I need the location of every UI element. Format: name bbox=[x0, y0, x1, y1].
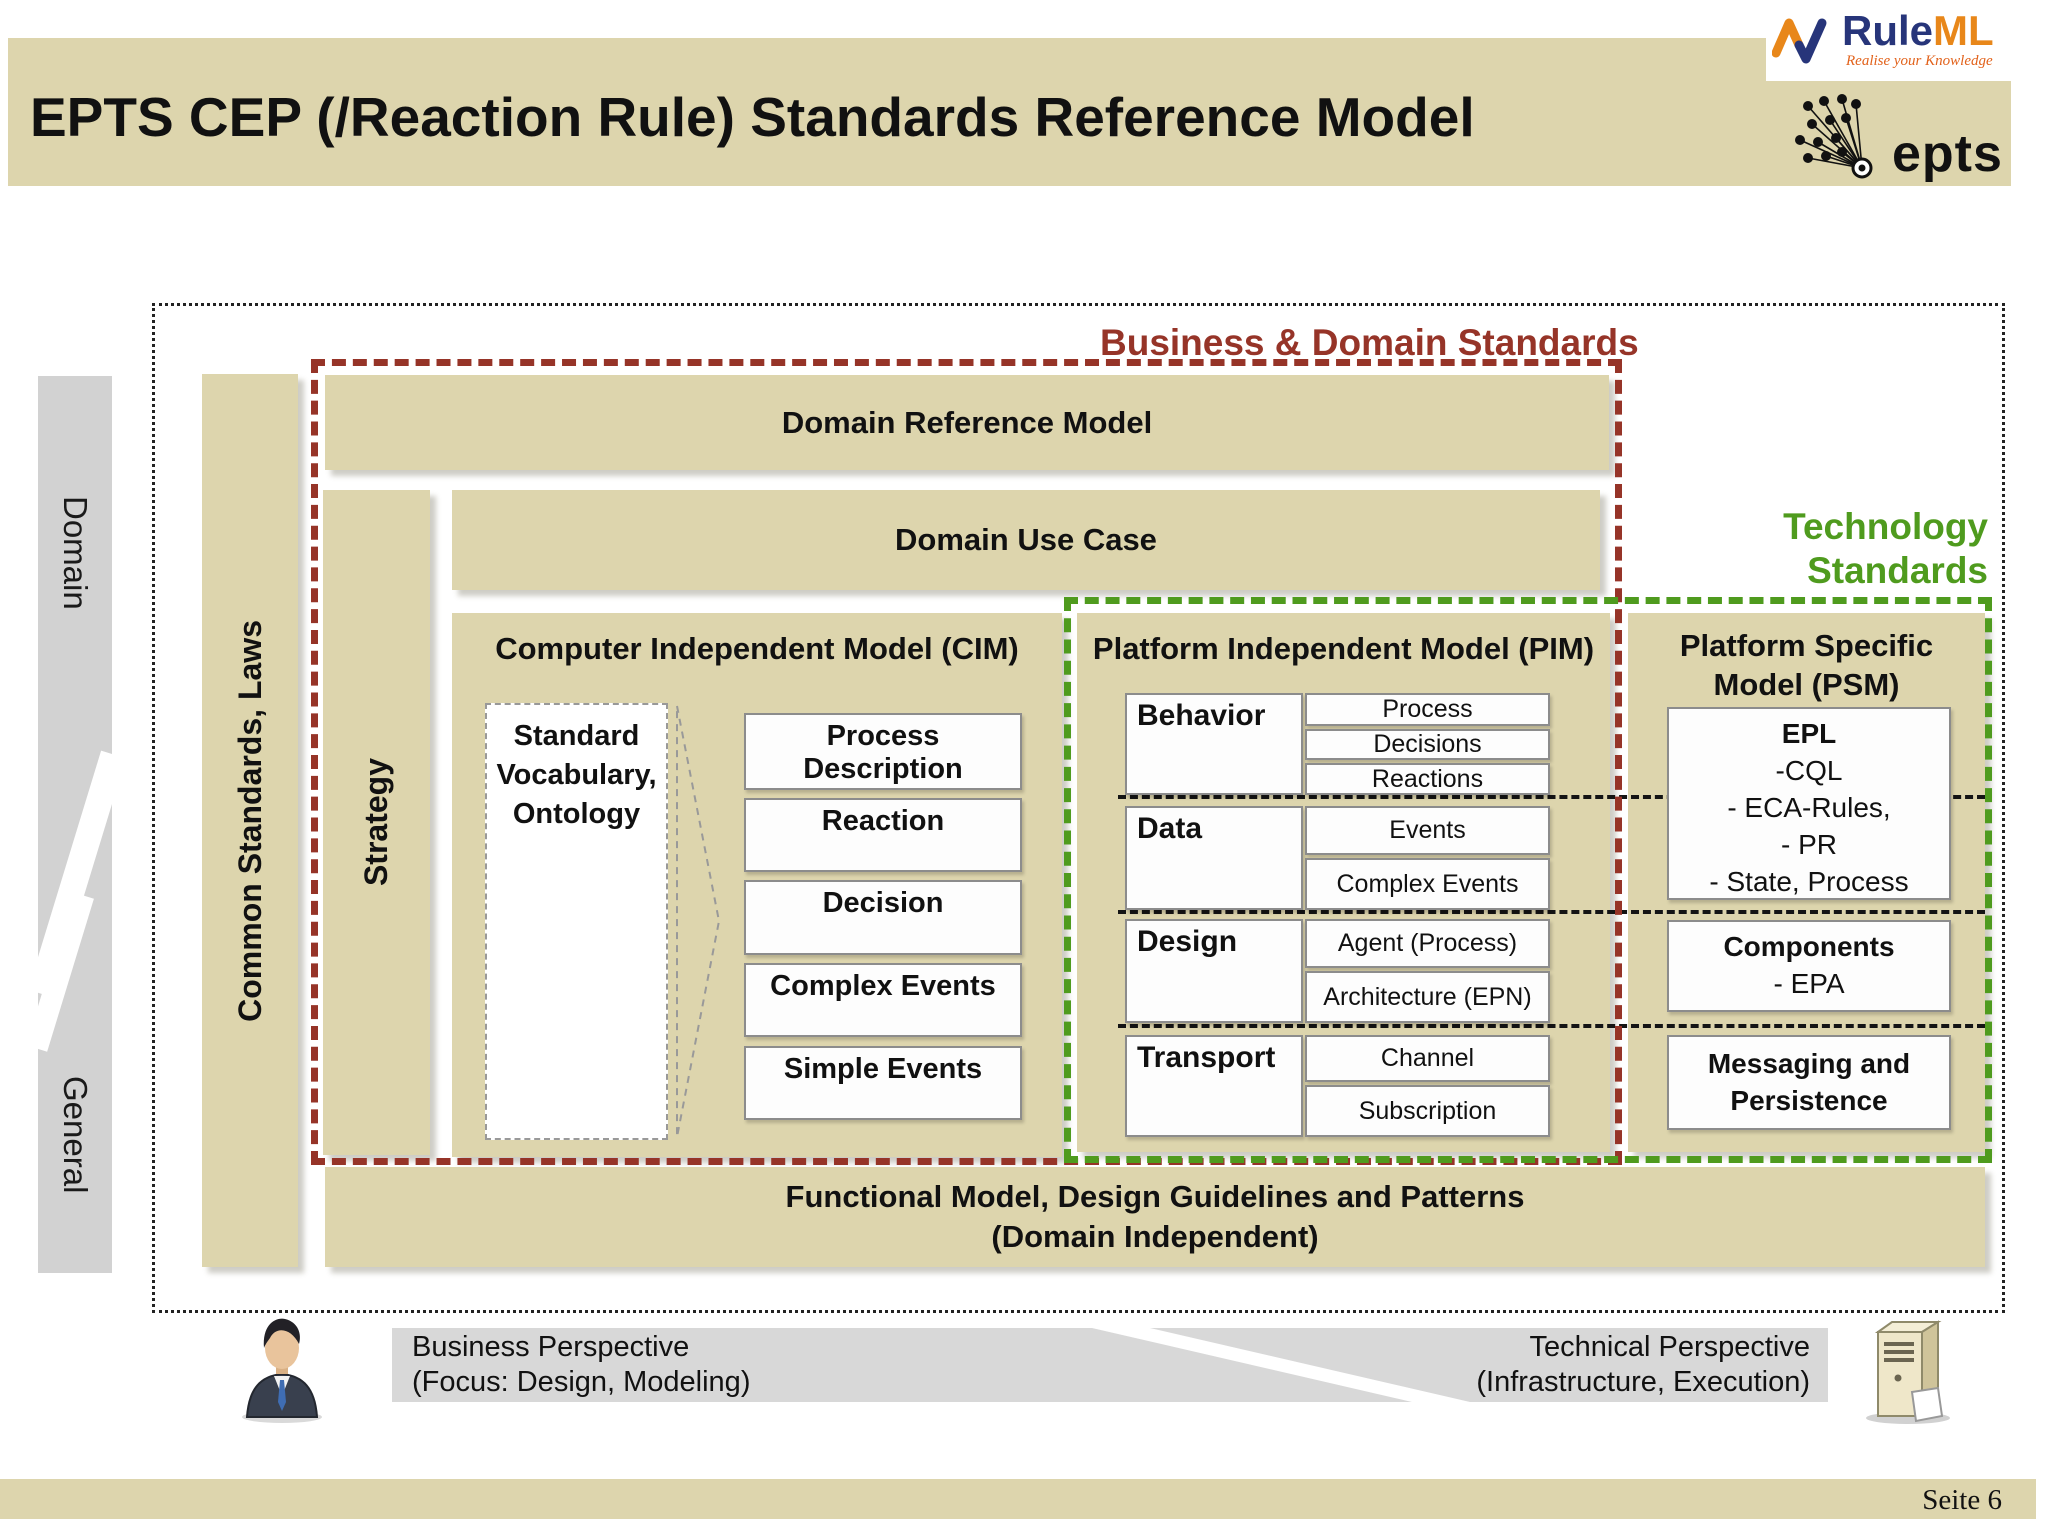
pim-item: Subscription bbox=[1305, 1085, 1550, 1137]
pim-item: Events bbox=[1305, 806, 1550, 855]
group-separator bbox=[1118, 1024, 1985, 1028]
diagram-outer-frame bbox=[152, 303, 2005, 1313]
vocab-label: Standard Vocabulary, Ontology bbox=[496, 720, 657, 831]
pim-item: Complex Events bbox=[1305, 858, 1550, 910]
psm-box: Platform Specific Model (PSM) EPL -CQL -… bbox=[1628, 613, 1985, 1152]
domain-general-bar: Domain General bbox=[38, 376, 112, 1273]
domain-use-case-box: Domain Use Case bbox=[452, 490, 1600, 590]
page-number: Seite 6 bbox=[1922, 1484, 2002, 1516]
domain-use-case-label: Domain Use Case bbox=[895, 522, 1157, 557]
pim-title: Platform Independent Model (PIM) bbox=[1092, 631, 1595, 666]
epts-wordmark: epts bbox=[1892, 125, 2003, 183]
cim-box: Computer Independent Model (CIM) Standar… bbox=[452, 613, 1062, 1157]
ruleml-swoosh-icon bbox=[1772, 18, 1827, 64]
ruleml-tagline: Realise your Knowledge bbox=[1846, 53, 1993, 69]
technology-region bbox=[1064, 597, 1992, 1163]
psm-title: Platform Specific Model (PSM) bbox=[1679, 628, 1934, 702]
pim-item: Process bbox=[1305, 693, 1550, 726]
cim-box-decision: Decision bbox=[744, 880, 1022, 955]
side-label-general: General bbox=[57, 1076, 94, 1194]
cim-box-process-description: Process Description bbox=[744, 713, 1022, 790]
functional-model-box: Functional Model, Design Guidelines and … bbox=[325, 1167, 1985, 1267]
business-perspective-label: Business Perspective (Focus: Design, Mod… bbox=[412, 1331, 751, 1398]
cim-box-reaction: Reaction bbox=[744, 798, 1022, 872]
computer-icon bbox=[1866, 1320, 1950, 1424]
vocab-arrow-shape bbox=[676, 705, 721, 1138]
cim-title: Computer Independent Model (CIM) bbox=[495, 631, 1019, 666]
pim-group-design: Design bbox=[1125, 919, 1303, 1023]
ruleml-wordmark-rule: Rule bbox=[1842, 7, 1934, 54]
common-standards-label: Common Standards, Laws bbox=[231, 619, 268, 1022]
strategy-bar: Strategy bbox=[323, 490, 430, 1155]
pim-item: Decisions bbox=[1305, 729, 1550, 760]
psm-epl-line: -CQL bbox=[1775, 755, 1843, 786]
business-domain-heading: Business & Domain Standards bbox=[1100, 322, 1639, 363]
psm-epl-line: - ECA-Rules, bbox=[1727, 792, 1891, 823]
group-separator bbox=[1118, 910, 1985, 914]
pim-item: Reactions bbox=[1305, 763, 1550, 795]
epts-mark-icon bbox=[1795, 94, 1873, 179]
person-icon bbox=[242, 1318, 322, 1423]
pim-item: Agent (Process) bbox=[1305, 919, 1550, 968]
perspective-band: Business Perspective (Focus: Design, Mod… bbox=[392, 1328, 1828, 1402]
business-domain-region bbox=[311, 359, 1622, 1165]
bottom-bar: Seite 6 bbox=[0, 1479, 2036, 1519]
pim-item: Architecture (EPN) bbox=[1305, 971, 1550, 1023]
page-title: EPTS CEP (/Reaction Rule) Standards Refe… bbox=[30, 86, 1475, 148]
psm-epl-line: - State, Process bbox=[1709, 866, 1909, 897]
psm-epl-box: EPL -CQL - ECA-Rules, - PR - State, Proc… bbox=[1667, 707, 1951, 900]
vocab-box: Standard Vocabulary, Ontology bbox=[485, 703, 668, 1140]
ruleml-logo: RuleML Realise your Knowledge bbox=[1766, 5, 2018, 81]
technology-heading: Technology Standards bbox=[1783, 506, 1988, 591]
pim-group-data: Data bbox=[1125, 806, 1303, 910]
epts-logo: epts bbox=[1788, 94, 2018, 186]
psm-components-line: - EPA bbox=[1773, 968, 1845, 999]
psm-components-box: Components - EPA bbox=[1667, 920, 1951, 1012]
group-separator bbox=[1118, 795, 1985, 799]
functional-model-line1: Functional Model, Design Guidelines and … bbox=[785, 1178, 1525, 1214]
pim-box: Platform Independent Model (PIM) Behavio… bbox=[1077, 613, 1610, 1152]
title-bar: EPTS CEP (/Reaction Rule) Standards Refe… bbox=[8, 38, 2011, 186]
psm-messaging-title: Messaging and Persistence bbox=[1707, 1048, 1911, 1116]
cim-box-complex-events: Complex Events bbox=[744, 963, 1022, 1037]
common-standards-bar: Common Standards, Laws bbox=[202, 374, 298, 1267]
domain-reference-model-label: Domain Reference Model bbox=[781, 404, 1153, 440]
side-label-domain: Domain bbox=[57, 496, 94, 610]
ruleml-wordmark-ml: ML bbox=[1933, 7, 1994, 54]
pim-item: Channel bbox=[1305, 1035, 1550, 1082]
cim-box-simple-events: Simple Events bbox=[744, 1046, 1022, 1120]
psm-messaging-box: Messaging and Persistence bbox=[1667, 1035, 1951, 1130]
psm-components-title: Components bbox=[1723, 931, 1895, 962]
psm-epl-title: EPL bbox=[1781, 718, 1837, 749]
pim-group-transport: Transport bbox=[1125, 1035, 1303, 1137]
technical-perspective-label: Technical Perspective (Infrastructure, E… bbox=[1476, 1331, 1810, 1398]
domain-reference-model-box: Domain Reference Model bbox=[325, 375, 1609, 470]
psm-epl-line: - PR bbox=[1781, 829, 1837, 860]
functional-model-line2: (Domain Independent) bbox=[991, 1219, 1319, 1254]
pim-group-behavior: Behavior bbox=[1125, 693, 1303, 795]
